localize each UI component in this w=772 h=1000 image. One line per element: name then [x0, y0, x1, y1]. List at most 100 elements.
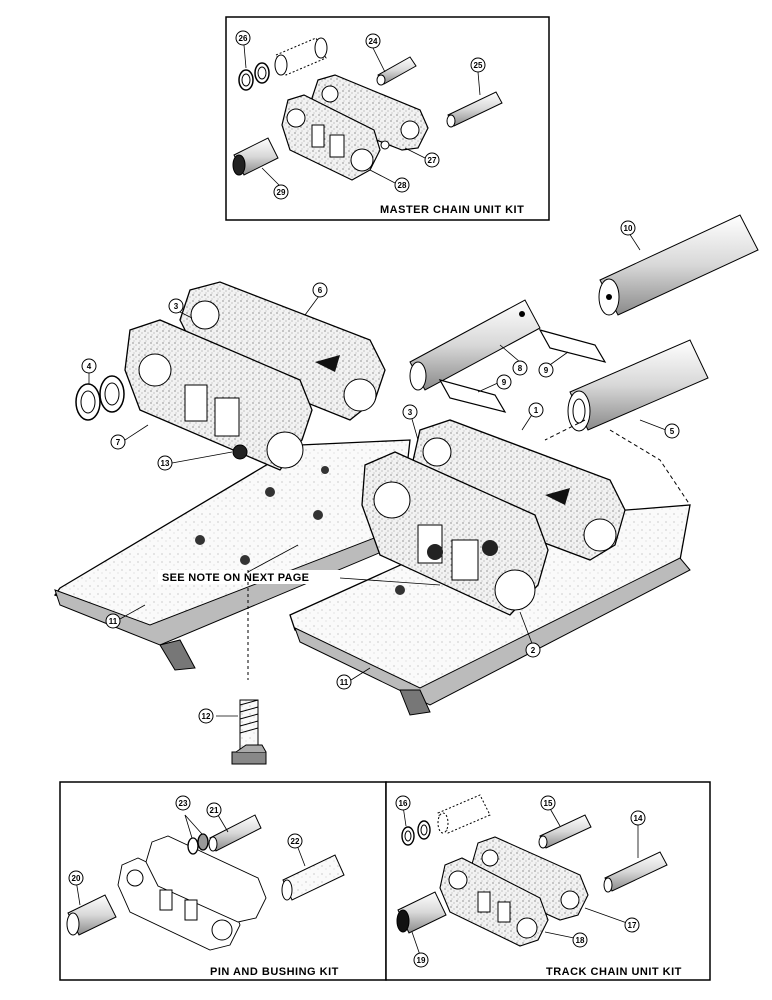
callout-9-lower: 9: [496, 374, 512, 390]
svg-text:22: 22: [291, 837, 300, 846]
callout-1: 1: [528, 402, 544, 418]
svg-text:14: 14: [634, 814, 643, 823]
callout-3-right: 3: [402, 404, 418, 420]
seal-9-lower: [438, 379, 507, 413]
see-note-text: SEE NOTE ON NEXT PAGE: [162, 572, 309, 584]
svg-text:24: 24: [369, 37, 378, 46]
washer-pair-16: [401, 820, 431, 846]
pin-14: [603, 851, 668, 893]
callout-17: 17: [624, 917, 640, 933]
bushing-5: [567, 339, 709, 432]
svg-text:8: 8: [518, 364, 523, 373]
svg-text:2: 2: [531, 646, 536, 655]
svg-text:7: 7: [116, 438, 121, 447]
callout-9-upper: 9: [538, 362, 554, 378]
callout-27: 27: [424, 152, 440, 168]
svg-text:9: 9: [544, 366, 549, 375]
svg-text:21: 21: [210, 806, 219, 815]
callouts: [75, 44, 667, 959]
bushing-20: [66, 894, 117, 936]
bushing-29: [232, 137, 279, 176]
svg-text:13: 13: [161, 459, 170, 468]
callout-21: 21: [206, 802, 222, 818]
callout-10: 10: [620, 220, 636, 236]
svg-text:1: 1: [534, 406, 539, 415]
callout-6: 6: [312, 282, 328, 298]
callout-bubbles: 26 24 25 27 28 29 10 6 3 4 7 13 8 9 9 1 …: [68, 30, 680, 968]
svg-text:25: 25: [474, 61, 483, 70]
svg-text:17: 17: [628, 921, 637, 930]
washer-pair-4: [75, 375, 125, 421]
callout-23: 23: [175, 795, 191, 811]
svg-text:11: 11: [340, 678, 349, 687]
seal-9-upper: [538, 329, 607, 363]
assembly-guide-line: [544, 419, 691, 506]
pin-21: [208, 814, 262, 852]
callout-22: 22: [287, 833, 303, 849]
pin-10: [598, 214, 759, 316]
pin-25: [446, 91, 503, 128]
master-link-back-27: [311, 74, 429, 151]
pin-bushing-kit-title: PIN AND BUSHING KIT: [210, 966, 339, 978]
svg-text:15: 15: [544, 799, 553, 808]
svg-text:11: 11: [109, 617, 118, 626]
callout-4: 4: [81, 358, 97, 374]
svg-text:16: 16: [399, 799, 408, 808]
svg-text:5: 5: [670, 427, 675, 436]
bushing-phantom: [437, 794, 491, 834]
svg-text:12: 12: [202, 712, 211, 721]
callout-20: 20: [68, 870, 84, 886]
svg-text:6: 6: [318, 286, 323, 295]
callout-3-left: 3: [168, 298, 184, 314]
callout-29: 29: [273, 184, 289, 200]
bushing-22: [281, 854, 345, 901]
callout-5: 5: [664, 423, 680, 439]
callout-8: 8: [512, 360, 528, 376]
svg-text:10: 10: [624, 224, 633, 233]
nut-13: [232, 444, 248, 460]
svg-text:28: 28: [398, 181, 407, 190]
callout-28: 28: [394, 177, 410, 193]
svg-text:19: 19: [417, 956, 426, 965]
seal-pair-23: [187, 833, 209, 855]
svg-text:27: 27: [428, 156, 437, 165]
track-link-1: [411, 419, 626, 561]
svg-text:9: 9: [502, 378, 507, 387]
pin-24: [376, 56, 417, 86]
svg-text:4: 4: [87, 362, 92, 371]
bushing-upper: [274, 37, 328, 76]
callout-19: 19: [413, 952, 429, 968]
callout-25: 25: [470, 57, 486, 73]
bolt-12: [231, 699, 267, 765]
svg-text:29: 29: [277, 188, 286, 197]
callout-11-right: 11: [336, 674, 352, 690]
callout-16: 16: [395, 795, 411, 811]
callout-12: 12: [198, 708, 214, 724]
phantom-links: [117, 835, 267, 951]
callout-11-left: 11: [105, 613, 121, 629]
washer-pair-26: [238, 62, 270, 91]
svg-text:26: 26: [239, 34, 248, 43]
track-link-18: [439, 857, 549, 947]
callout-18: 18: [572, 932, 588, 948]
bushing-19: [396, 891, 447, 934]
track-chain-kit-panel: TRACK CHAIN UNIT KIT: [385, 781, 711, 981]
svg-text:18: 18: [576, 936, 585, 945]
callout-2: 2: [525, 642, 541, 658]
callout-26: 26: [235, 30, 251, 46]
callout-7: 7: [110, 434, 126, 450]
pin-15: [538, 814, 592, 849]
callout-24: 24: [365, 33, 381, 49]
track-link-7: [124, 319, 313, 471]
track-chain-kit-title: TRACK CHAIN UNIT KIT: [546, 966, 682, 978]
svg-text:3: 3: [408, 408, 413, 417]
master-chain-kit-title: MASTER CHAIN UNIT KIT: [380, 204, 524, 216]
svg-text:3: 3: [174, 302, 179, 311]
see-note-callout: SEE NOTE ON NEXT PAGE: [158, 544, 441, 586]
callout-14: 14: [630, 810, 646, 826]
pin-bushing-kit-panel: PIN AND BUSHING KIT: [59, 781, 387, 981]
callout-13: 13: [157, 455, 173, 471]
callout-15: 15: [540, 795, 556, 811]
pin-8: [409, 299, 541, 391]
